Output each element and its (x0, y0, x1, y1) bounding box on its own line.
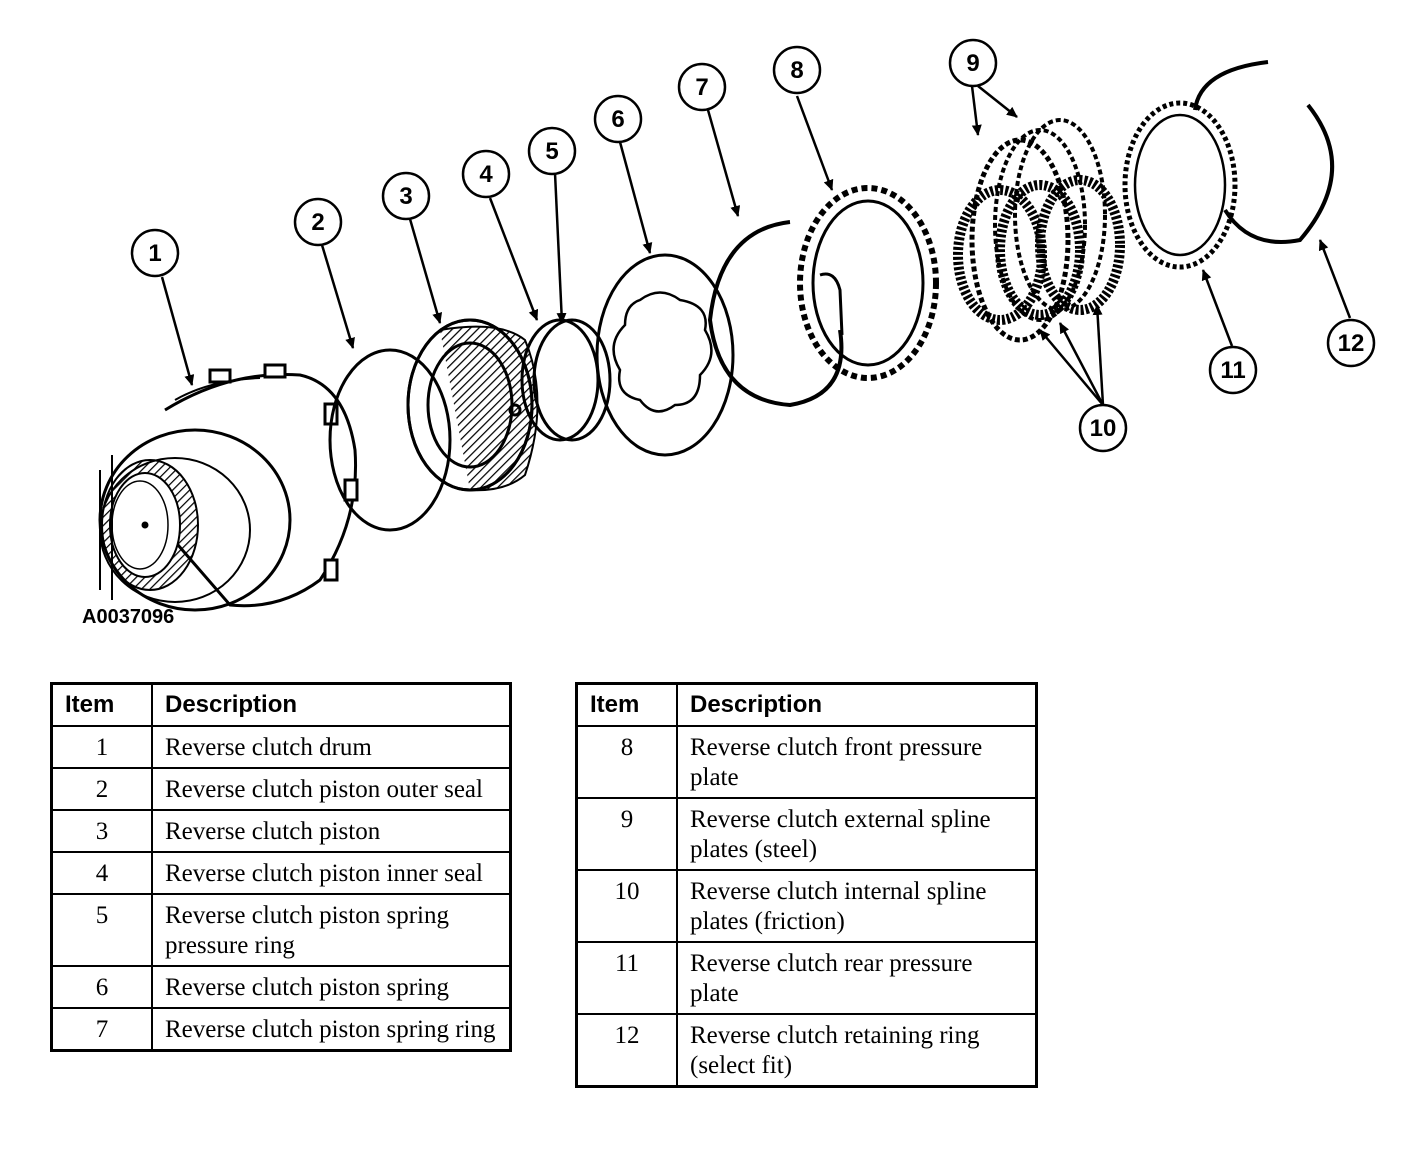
callout-10: 10 (1078, 403, 1128, 453)
item-number: 2 (50, 767, 153, 811)
callout-label: 7 (695, 74, 708, 101)
item-number: 3 (50, 809, 153, 853)
callout-label: 5 (545, 138, 558, 165)
callout-12: 12 (1326, 318, 1376, 368)
item-number: 12 (575, 1013, 678, 1088)
item-number: 6 (50, 965, 153, 1009)
callout-2: 2 (293, 197, 343, 247)
piston-part (406, 318, 539, 492)
rear-pressure-plate-part (1122, 100, 1238, 270)
callout-11: 11 (1208, 345, 1258, 395)
figure-code: A0037096 (82, 606, 175, 628)
description-column-header: Description (151, 682, 512, 727)
callout-label: 2 (311, 209, 324, 236)
item-description: Reverse clutch rear pressure plate (676, 941, 1038, 1015)
piston-spring-part (595, 253, 735, 457)
callout-label: 10 (1090, 415, 1117, 442)
leader-lines (160, 85, 1352, 406)
item-number: 9 (575, 797, 678, 871)
item-number: 4 (50, 851, 153, 895)
callout-label: 4 (479, 161, 493, 188)
callout-3: 3 (381, 171, 431, 221)
spring-ring-part (707, 220, 844, 408)
clutch-drum-part (98, 363, 359, 612)
table-header-row: Item Description (50, 682, 512, 727)
item-description: Reverse clutch drum (151, 725, 512, 769)
clutch-plate-stack-part (953, 118, 1125, 343)
description-column-header: Description (676, 682, 1038, 727)
item-description: Reverse clutch piston inner seal (151, 851, 512, 895)
item-number: 1 (50, 725, 153, 769)
callout-7: 7 (677, 62, 727, 112)
retaining-ring-part (1193, 60, 1335, 244)
callout-label: 9 (966, 50, 979, 77)
callout-label: 1 (148, 240, 161, 267)
item-description: Reverse clutch retaining ring (select fi… (676, 1013, 1038, 1088)
item-column-header: Item (575, 682, 678, 727)
front-pressure-plate-part (797, 185, 939, 381)
item-description: Reverse clutch piston (151, 809, 512, 853)
callout-4: 4 (461, 149, 511, 199)
item-description: Reverse clutch piston outer seal (151, 767, 512, 811)
item-number: 10 (575, 869, 678, 943)
item-description: Reverse clutch front pressure plate (676, 725, 1038, 799)
spring-pressure-ring-part (532, 318, 612, 442)
item-number: 11 (575, 941, 678, 1015)
callout-label: 6 (611, 106, 624, 133)
item-description: Reverse clutch piston spring ring (151, 1007, 512, 1052)
callout-label: 11 (1220, 357, 1245, 384)
item-description: Reverse clutch internal spline plates (f… (676, 869, 1038, 943)
callout-9: 9 (948, 38, 998, 88)
item-number: 8 (575, 725, 678, 799)
callout-label: 12 (1338, 330, 1365, 357)
callout-8: 8 (772, 45, 822, 95)
item-description: Reverse clutch external spline plates (s… (676, 797, 1038, 871)
callout-5: 5 (527, 126, 577, 176)
item-number: 7 (50, 1007, 153, 1052)
table-header-row: Item Description (575, 682, 1038, 727)
callout-label: 3 (399, 183, 412, 210)
item-number: 5 (50, 893, 153, 967)
callout-6: 6 (593, 94, 643, 144)
item-column-header: Item (50, 682, 153, 727)
outer-seal-part (328, 348, 452, 532)
item-description: Reverse clutch piston spring pressure ri… (151, 893, 512, 967)
callout-1: 1 (130, 228, 180, 278)
item-description: Reverse clutch piston spring (151, 965, 512, 1009)
callout-label: 8 (790, 57, 803, 84)
